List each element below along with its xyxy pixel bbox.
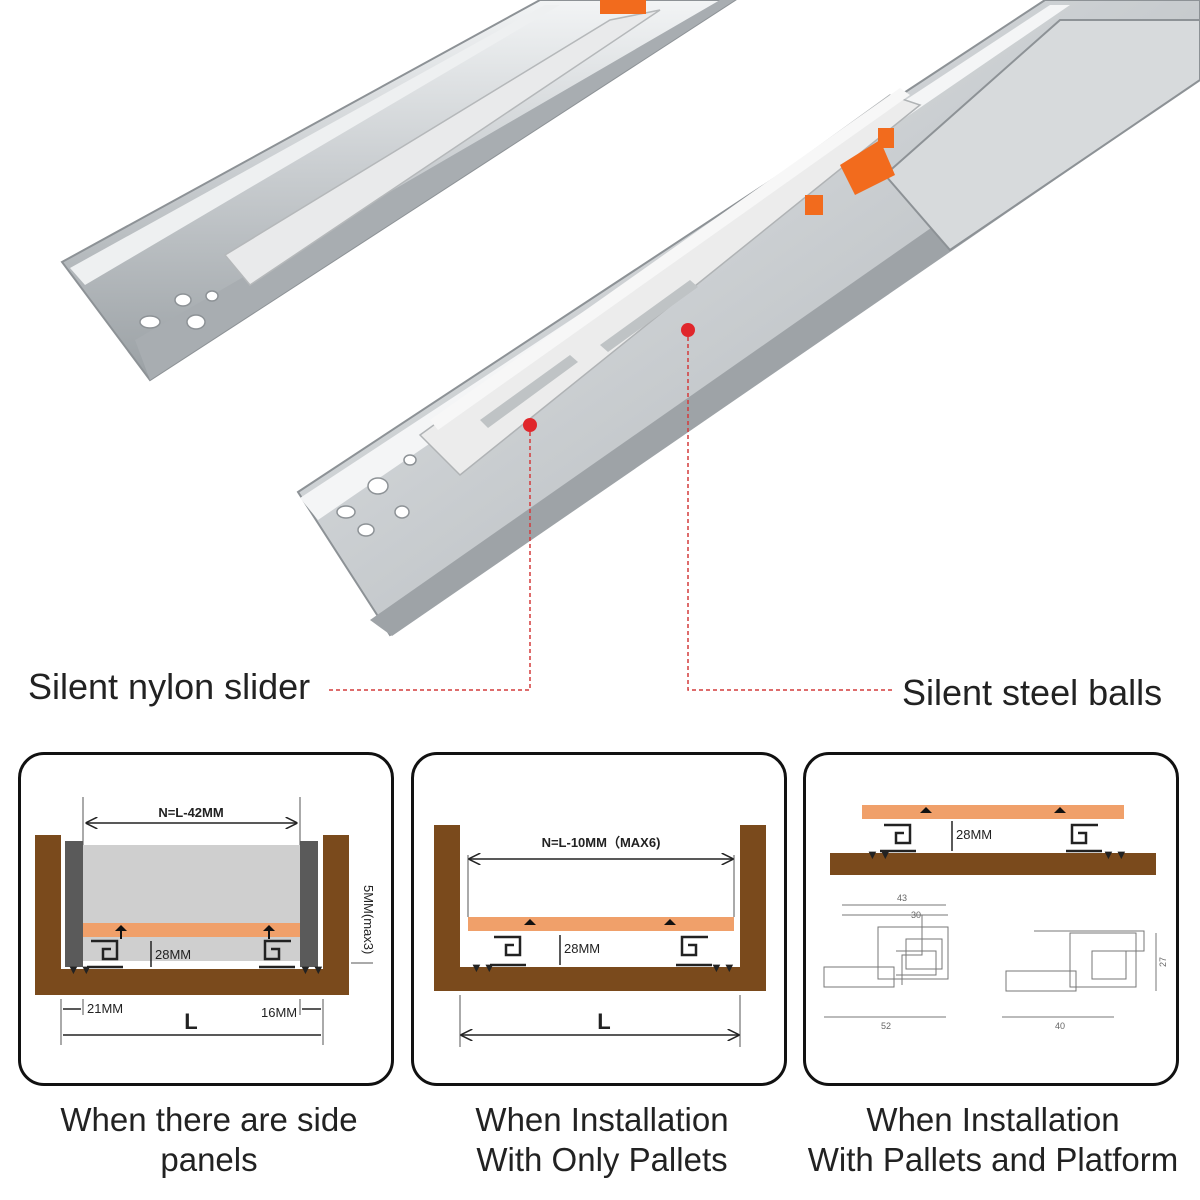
- cabinet-bottom: [434, 967, 766, 991]
- caption-line-2: With Pallets and Platform: [807, 1141, 1179, 1178]
- svg-text:▼▼: ▼▼: [866, 847, 892, 862]
- drawer-box: [83, 845, 300, 961]
- platform: [830, 853, 1156, 875]
- detail-drawing-a: [823, 904, 949, 1018]
- side-panel-left: [65, 841, 83, 967]
- detail-a-43: 43: [897, 893, 907, 903]
- cabinet-right-wall: [740, 825, 766, 991]
- steel-ball-marker: [681, 323, 695, 337]
- cabinet-left-wall: [434, 825, 460, 991]
- slide-profile-right: [259, 939, 295, 969]
- slide-profile-left: [880, 823, 916, 853]
- caption-line-2: panels: [160, 1141, 258, 1178]
- dim-length: L: [597, 1009, 610, 1034]
- cabinet-bottom: [35, 969, 349, 995]
- detail-drawing-b: [1002, 930, 1157, 1018]
- dim-side: 5MM(max3): [361, 885, 376, 954]
- svg-text:▼▼: ▼▼: [710, 960, 736, 975]
- dim-top: N=L-42MM: [158, 805, 223, 820]
- dim-top: N=L-10MM（MAX6): [542, 835, 661, 850]
- pallet: [83, 923, 300, 937]
- diagram-only-pallets: ▼▼ ▼▼ N=L-10MM（MAX6) 28MM L: [411, 752, 787, 1086]
- detail-b-27: 27: [1158, 957, 1168, 967]
- detail-b-40: 40: [1055, 1021, 1065, 1031]
- pallet: [862, 805, 1124, 819]
- diagram-side-panels: ▼▼ ▼▼ N=L-42MM 28MM 5MM(max3) 21MM 16MM …: [18, 752, 394, 1086]
- slider-marker: [523, 418, 537, 432]
- side-panel-right: [300, 841, 318, 967]
- caption-line-1: When Installation: [475, 1101, 729, 1138]
- callout-steel-balls: Silent steel balls: [902, 672, 1163, 713]
- steel-ball-leader-line: [687, 337, 893, 691]
- caption-only-pallets: When Installation With Only Pallets: [402, 1100, 802, 1180]
- svg-text:▼▼: ▼▼: [470, 960, 496, 975]
- caption-side-panels: When there are side panels: [9, 1100, 409, 1180]
- detail-a-30: 30: [911, 910, 921, 920]
- lower-orange-clip: [840, 140, 895, 195]
- diagram-pallets-platform: ▼▼ ▼▼ 28MM 43 30 52 40 27: [803, 752, 1179, 1086]
- caption-line-2: With Only Pallets: [476, 1141, 728, 1178]
- drawer-slide-photo: [60, 0, 1200, 691]
- dim-height: 28MM: [956, 827, 992, 842]
- upper-orange-clip: [600, 0, 646, 14]
- cabinet-right-wall: [323, 835, 349, 995]
- dim-height: 28MM: [564, 941, 600, 956]
- caption-line-1: When Installation: [866, 1101, 1120, 1138]
- caption-pallets-platform: When Installation With Pallets and Platf…: [793, 1100, 1193, 1180]
- svg-text:▼▼: ▼▼: [299, 962, 325, 977]
- slide-profile-left: [490, 935, 526, 967]
- dim-length: L: [184, 1009, 197, 1034]
- detail-a-52: 52: [881, 1021, 891, 1031]
- svg-text:▼▼: ▼▼: [67, 962, 93, 977]
- dim-left: 21MM: [87, 1001, 123, 1016]
- svg-text:▼▼: ▼▼: [1102, 847, 1128, 862]
- upper-rail: [60, 0, 737, 382]
- callout-nylon-slider: Silent nylon slider: [28, 666, 311, 707]
- slide-profile-right: [1066, 823, 1102, 853]
- pallet: [468, 917, 734, 931]
- dim-right: 16MM: [261, 1005, 297, 1020]
- cabinet-left-wall: [35, 835, 61, 995]
- caption-line-1: When there are side: [60, 1101, 358, 1138]
- slider-leader-line: [328, 432, 531, 691]
- dim-height: 28MM: [155, 947, 191, 962]
- lower-rail: [296, 0, 1200, 637]
- slide-profile-left: [87, 939, 123, 969]
- slide-profile-right: [676, 935, 712, 967]
